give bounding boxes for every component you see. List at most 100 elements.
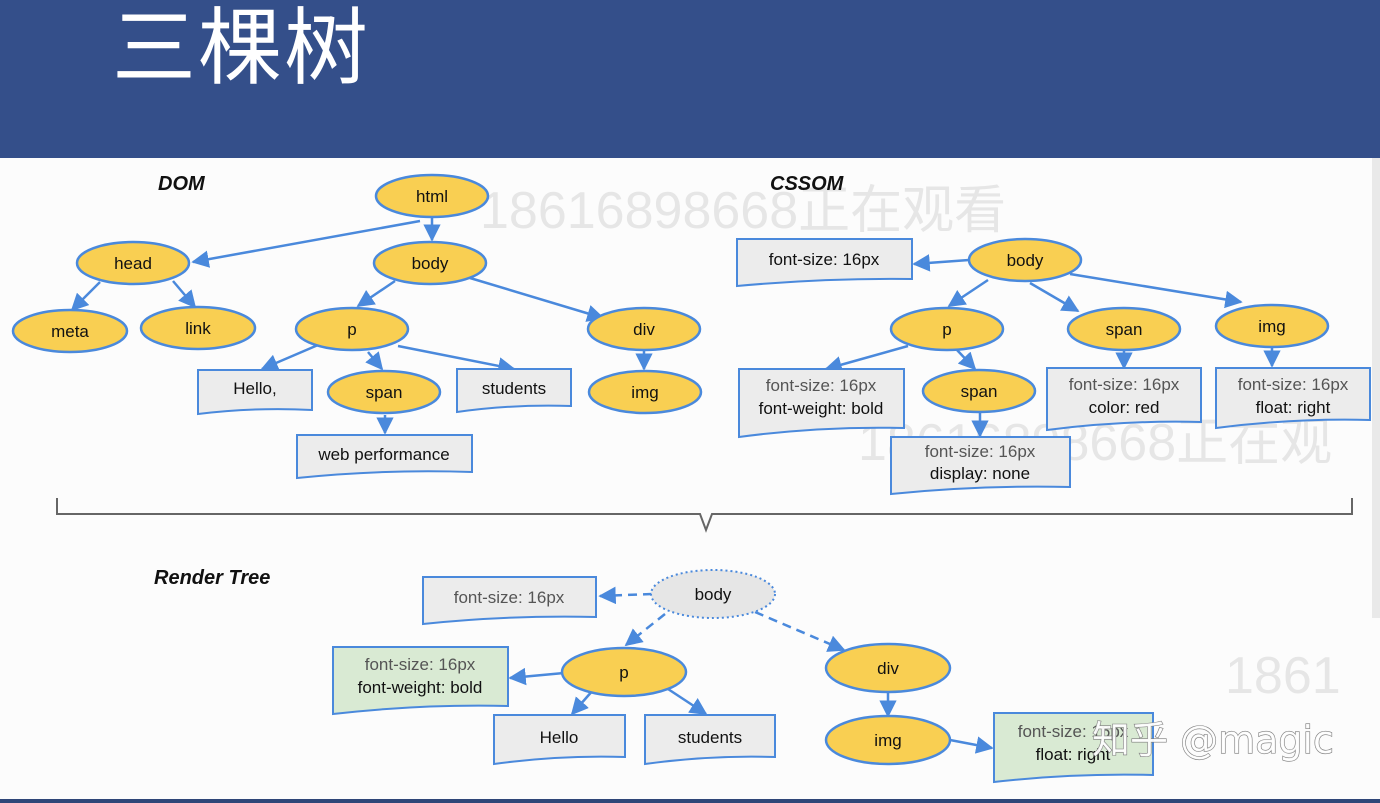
render-text-students: students bbox=[644, 714, 776, 766]
cssom-p-label: p bbox=[942, 320, 951, 339]
cssom-p-style-line1: font-size: 16px bbox=[766, 376, 877, 395]
render-p-label: p bbox=[619, 663, 628, 682]
dom-div-label: div bbox=[633, 320, 655, 339]
cssom-img-style-box: font-size: 16px float: right bbox=[1215, 367, 1371, 430]
dom-node-head: head bbox=[75, 240, 191, 286]
edge-p-hello bbox=[260, 343, 319, 371]
render-img-style-box: font-size: 16px float: right bbox=[993, 712, 1154, 784]
edge-body-p bbox=[356, 279, 396, 308]
cssom-span-child-style-line2: display: none bbox=[930, 464, 1030, 483]
edge-cbody-span bbox=[1029, 281, 1080, 313]
cssom-body-label: body bbox=[1007, 251, 1044, 270]
dom-edges bbox=[70, 216, 653, 435]
edge-p-students bbox=[397, 344, 516, 375]
dom-text-web-performance: web performance bbox=[296, 434, 473, 480]
edge-rp-students bbox=[667, 687, 708, 716]
dom-link-label: link bbox=[185, 319, 211, 338]
watermark-viewer: 18616898668正在观看 bbox=[480, 182, 1006, 240]
cssom-img-style-line2: float: right bbox=[1256, 398, 1331, 417]
dom-html-label: html bbox=[416, 187, 448, 206]
render-body-style-box: font-size: 16px bbox=[422, 576, 597, 626]
edge-body-div bbox=[469, 276, 605, 322]
edge-rbody-div bbox=[754, 610, 846, 652]
cssom-span-style-line2: color: red bbox=[1089, 398, 1160, 417]
slide-title: 三棵树 bbox=[112, 0, 371, 97]
dom-node-img: img bbox=[587, 369, 703, 415]
slide-header: 三棵树 bbox=[0, 0, 1380, 158]
edge-cbody-style bbox=[912, 254, 970, 272]
edge-p-span bbox=[365, 351, 384, 371]
render-body-label: body bbox=[695, 585, 732, 604]
dom-body-label: body bbox=[412, 254, 449, 273]
render-div-label: div bbox=[877, 659, 899, 678]
dom-text-hello: Hello, bbox=[197, 369, 313, 416]
render-img-style-line1: font-size: 16px bbox=[1018, 722, 1129, 741]
edge-cp-style bbox=[824, 344, 909, 374]
render-img-label: img bbox=[874, 731, 901, 750]
bottom-border bbox=[0, 799, 1380, 803]
dom-section-label: DOM bbox=[158, 173, 206, 195]
dom-node-link: link bbox=[139, 305, 257, 351]
edge-rbody-p bbox=[624, 613, 666, 647]
edge-cp-span bbox=[956, 349, 977, 371]
dom-web-performance-label: web performance bbox=[317, 445, 449, 464]
dom-img-label: img bbox=[631, 383, 658, 402]
dom-hello-label: Hello, bbox=[233, 379, 276, 398]
cssom-section-label: CSSOM bbox=[770, 173, 845, 195]
merge-brace bbox=[56, 498, 1353, 533]
cssom-img-style-line1: font-size: 16px bbox=[1238, 375, 1349, 394]
dom-node-p: p bbox=[294, 306, 410, 352]
cssom-node-span: span bbox=[1066, 306, 1182, 352]
cssom-p-style-box: font-size: 16px font-weight: bold bbox=[738, 368, 905, 439]
cssom-img-label: img bbox=[1258, 317, 1285, 336]
cssom-span-child-style-box: font-size: 16px display: none bbox=[890, 436, 1071, 496]
render-p-style-line1: font-size: 16px bbox=[365, 655, 476, 674]
cssom-span-child-style-line1: font-size: 16px bbox=[925, 442, 1036, 461]
edge-rp-style bbox=[508, 667, 565, 686]
edge-cbody-img bbox=[1069, 272, 1243, 309]
render-node-body: body bbox=[650, 569, 776, 619]
render-students-label: students bbox=[678, 728, 742, 747]
dom-p-label: p bbox=[347, 320, 356, 339]
zhihu-credit-watermark: 知乎 @magic bbox=[1092, 718, 1334, 762]
dom-node-html: html bbox=[374, 173, 490, 219]
render-text-hello: Hello bbox=[493, 714, 626, 766]
cssom-node-img: img bbox=[1214, 303, 1330, 349]
cssom-node-body: body bbox=[967, 237, 1083, 283]
dom-node-span: span bbox=[326, 369, 442, 415]
watermark-viewer-3: 1861 bbox=[1225, 647, 1341, 705]
diagram-canvas bbox=[0, 158, 1380, 803]
render-node-p: p bbox=[560, 646, 688, 698]
render-p-style-line2: font-weight: bold bbox=[358, 678, 483, 697]
render-img-style-line2: float: right bbox=[1036, 745, 1111, 764]
edge-cbody-p bbox=[947, 278, 989, 308]
page-edge bbox=[1372, 158, 1380, 618]
render-p-style-box: font-size: 16px font-weight: bold bbox=[332, 646, 509, 716]
cssom-span-style-box: font-size: 16px color: red bbox=[1046, 367, 1202, 432]
cssom-body-style-label: font-size: 16px bbox=[769, 250, 880, 269]
dom-meta-label: meta bbox=[51, 322, 89, 341]
edge-rbody-style bbox=[598, 586, 653, 605]
dom-node-div: div bbox=[586, 306, 702, 352]
edge-html-head bbox=[191, 219, 421, 268]
dom-node-body: body bbox=[372, 240, 488, 286]
render-hello-label: Hello bbox=[540, 728, 579, 747]
cssom-edges bbox=[824, 254, 1281, 438]
dom-text-students: students bbox=[456, 368, 572, 414]
dom-students-label: students bbox=[482, 379, 546, 398]
edge-head-link bbox=[172, 280, 197, 309]
dom-node-meta: meta bbox=[11, 308, 129, 354]
dom-span-label: span bbox=[366, 383, 403, 402]
cssom-span-style-line1: font-size: 16px bbox=[1069, 375, 1180, 394]
edge-head-meta bbox=[70, 281, 101, 312]
cssom-span-child-label: span bbox=[961, 382, 998, 401]
render-body-style-label: font-size: 16px bbox=[454, 588, 565, 607]
cssom-span-label: span bbox=[1106, 320, 1143, 339]
render-node-img: img bbox=[824, 714, 952, 766]
render-tree-section-label: Render Tree bbox=[154, 567, 270, 589]
cssom-p-style-line2: font-weight: bold bbox=[759, 399, 884, 418]
cssom-node-p: p bbox=[889, 306, 1005, 352]
dom-head-label: head bbox=[114, 254, 152, 273]
render-node-div: div bbox=[824, 642, 952, 694]
